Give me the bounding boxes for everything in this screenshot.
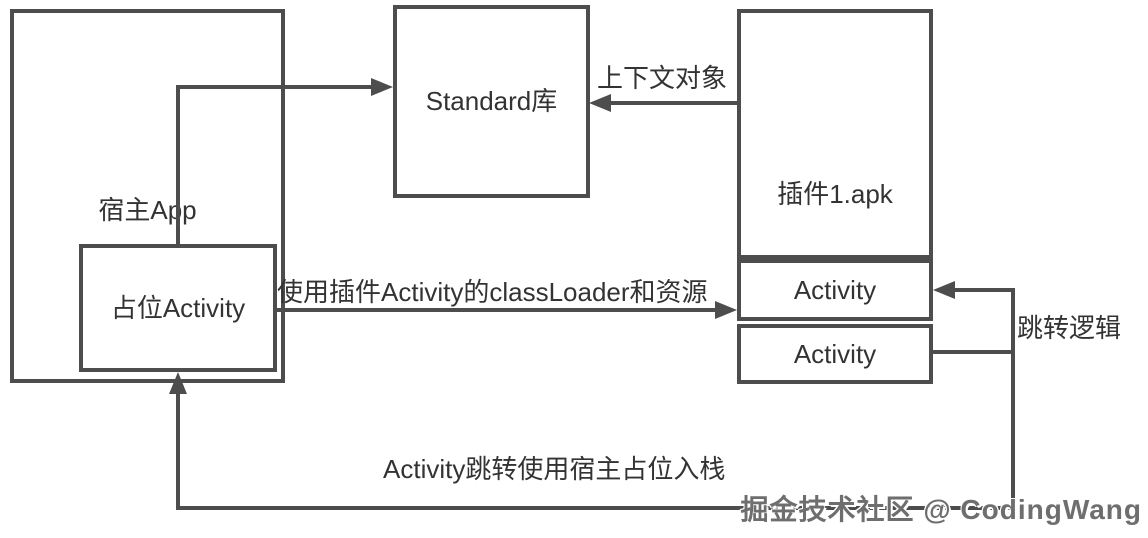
plugin-activity2-box: Activity — [737, 324, 933, 384]
use-classloader-label: 使用插件Activity的classLoader和资源 — [277, 277, 708, 307]
arrowhead-right-icon — [371, 78, 393, 96]
placeholder-activity-box: 占位Activity — [79, 244, 277, 372]
edge-jump-from-activity2-line — [933, 350, 1015, 354]
arrowhead-left-icon — [589, 94, 611, 112]
stack-note-label: Activity跳转使用宿主占位入栈 — [383, 454, 726, 484]
plugin-apk-label: 插件1.apk — [777, 179, 893, 210]
edge-jump-vertical-line — [1011, 288, 1015, 510]
plugin-activity2-label: Activity — [793, 338, 877, 369]
jump-logic-label: 跳转逻辑 — [1017, 313, 1122, 343]
standard-lib-label: Standard库 — [425, 86, 558, 117]
plugin-activity1-box: Activity — [737, 259, 933, 321]
arrowhead-right-icon — [715, 301, 737, 319]
edge-return-bottom-line — [176, 506, 1015, 510]
arrowhead-left-icon — [933, 281, 955, 299]
edge-context-object-line — [608, 101, 737, 105]
plugin-apk-box: 插件1.apk — [737, 9, 933, 259]
edge-host-to-standard-vertical — [176, 87, 180, 244]
placeholder-activity-label: 占位Activity — [110, 292, 246, 323]
edge-return-vertical-line — [176, 390, 180, 510]
edge-jump-to-activity1-line — [950, 288, 1013, 292]
arrowhead-up-icon — [169, 372, 187, 394]
edge-host-to-standard-line — [176, 85, 373, 89]
edge-classloader-line — [275, 308, 717, 312]
standard-lib-box: Standard库 — [393, 5, 590, 198]
context-object-label: 上下文对象 — [597, 63, 728, 93]
host-app-label: 宿主App — [98, 195, 197, 225]
watermark-text: 掘金技术社区 @ CodingWang — [740, 494, 1142, 525]
plugin-activity1-label: Activity — [793, 274, 877, 305]
